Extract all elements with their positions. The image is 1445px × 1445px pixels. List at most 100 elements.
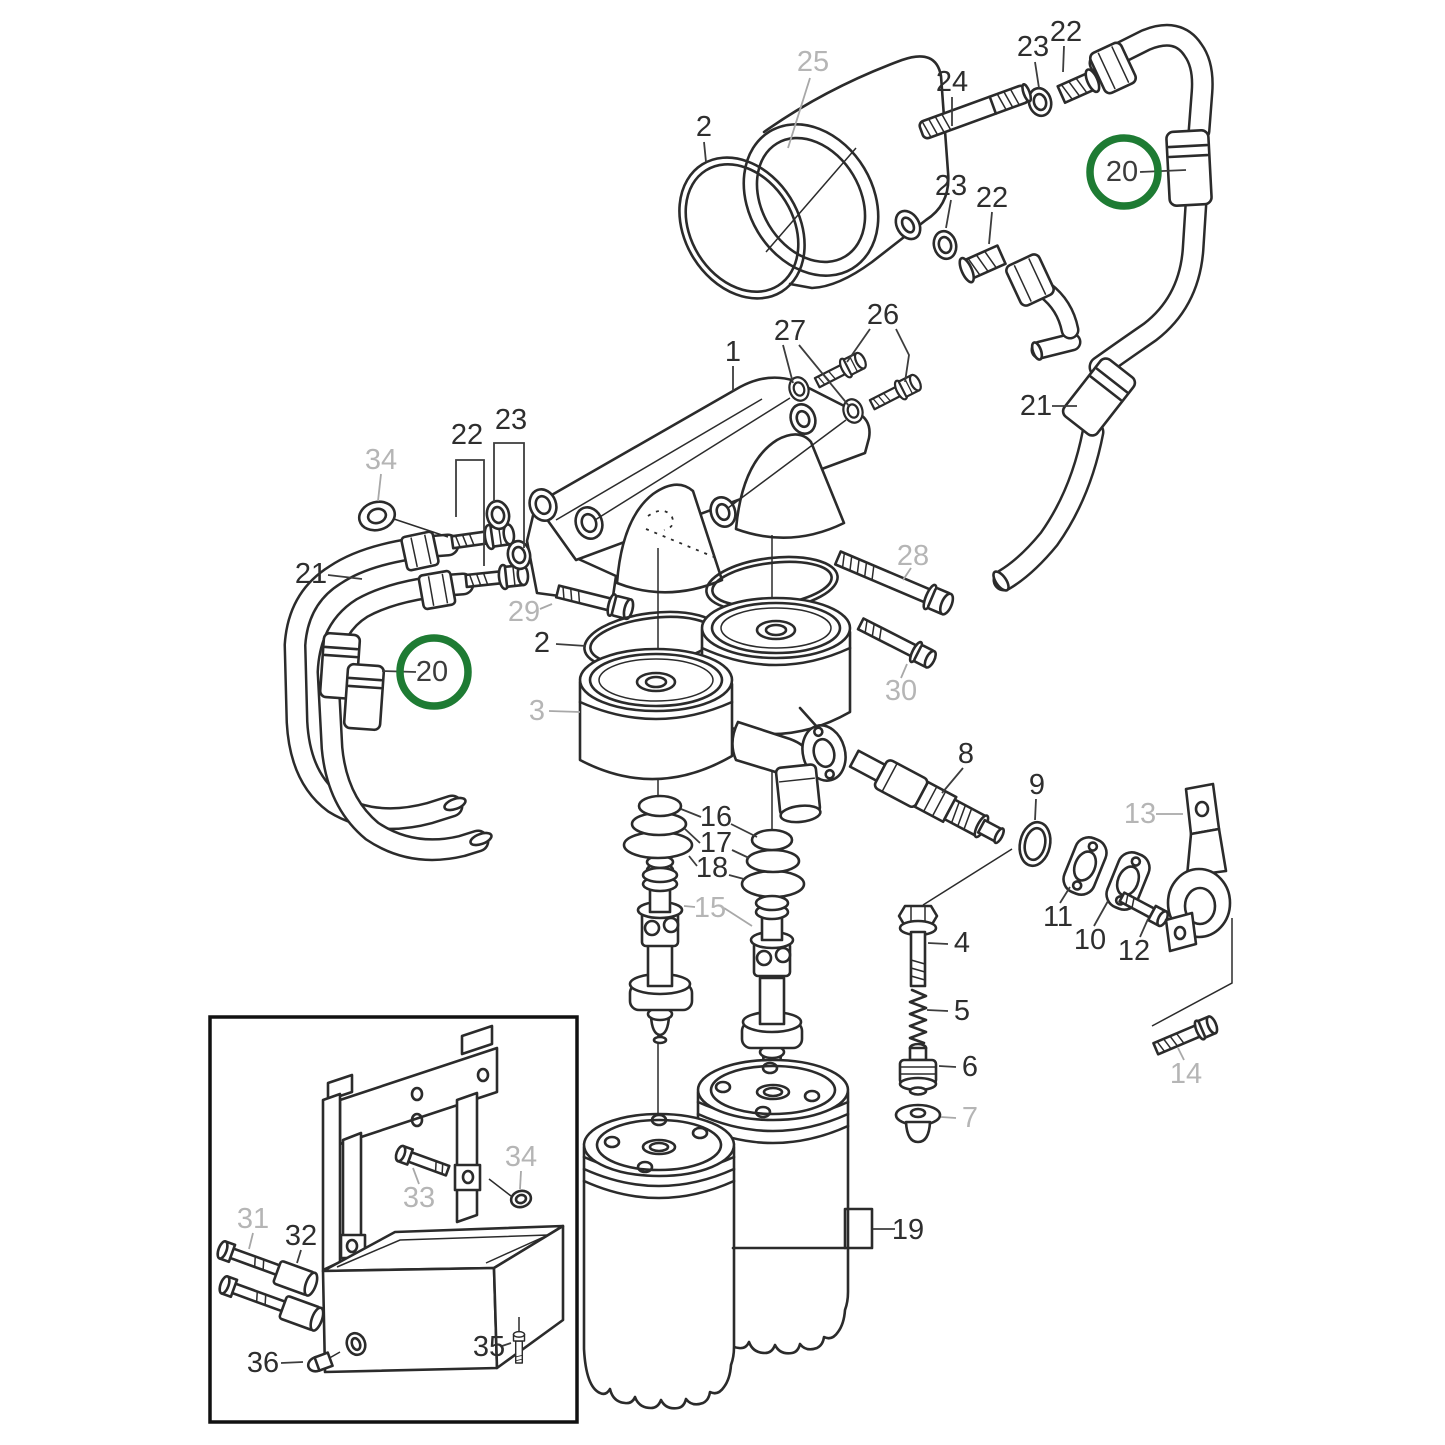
o-ring-9 <box>1018 820 1052 868</box>
callout-35: 35 <box>473 1331 512 1363</box>
part-number-label: 23 <box>1017 31 1049 63</box>
leader-line <box>938 1065 957 1068</box>
callout-26: 26 <box>846 299 910 383</box>
part-number-label: 29 <box>508 596 540 628</box>
callout-27: 27 <box>774 315 850 407</box>
callout-4: 4 <box>927 927 970 959</box>
leader-line <box>846 328 871 363</box>
callout-11: 11 <box>1043 886 1073 933</box>
part-number-label: 26 <box>867 299 899 331</box>
callout-21: 21 <box>1020 390 1077 422</box>
plug-36 <box>306 1351 334 1373</box>
leader-line <box>412 1167 420 1185</box>
leader-line <box>895 328 910 383</box>
leader-line <box>1059 886 1071 904</box>
spacer-32-a <box>272 1260 319 1297</box>
part-number-label: 35 <box>473 1331 505 1363</box>
hose-nut-mid <box>1005 253 1055 307</box>
part-number-label: 20 <box>1106 156 1138 188</box>
bolt-29 <box>554 584 635 621</box>
o-ring-2-top <box>678 156 806 300</box>
part-number-label: 2 <box>534 627 550 659</box>
callout-36: 36 <box>247 1347 304 1379</box>
callout-3: 3 <box>529 695 581 727</box>
callout-32: 32 <box>285 1220 317 1264</box>
part-number-label: 23 <box>495 404 527 436</box>
leader-line <box>501 1342 512 1347</box>
leader-line <box>1093 900 1109 927</box>
gasket-11 <box>1062 836 1108 896</box>
callout-18: 18 <box>688 852 745 884</box>
leader-line <box>1034 798 1037 821</box>
callout-13: 13 <box>1124 798 1183 830</box>
assembly-line-13-to-14 <box>1151 918 1233 1027</box>
leader-line <box>927 942 949 945</box>
callout-24: 24 <box>936 66 968 126</box>
callout-34: 34 <box>505 1141 537 1190</box>
part-number-label: 34 <box>505 1141 537 1173</box>
screw-14 <box>1152 1015 1219 1056</box>
part-number-label: 33 <box>403 1182 435 1214</box>
part-number-label: 15 <box>694 892 726 924</box>
part-number-label: 34 <box>365 444 397 476</box>
leader-line <box>684 828 701 844</box>
spring-5 <box>908 988 928 1045</box>
callout-34: 34 <box>365 444 397 502</box>
callout-20-highlighted[interactable]: 20 <box>1086 134 1187 210</box>
bolt-12 <box>1118 891 1170 928</box>
leader-line <box>730 823 758 838</box>
callout-19: 19 <box>873 1214 924 1246</box>
part-number-label: 22 <box>976 182 1008 214</box>
nut-34-inset <box>509 1189 533 1209</box>
callout-33: 33 <box>403 1167 435 1214</box>
highlight-circle <box>396 634 472 710</box>
callout-23: 23 <box>493 404 527 548</box>
bolt-31-a <box>216 1240 293 1281</box>
leader-line <box>782 344 794 384</box>
leader-line <box>723 907 753 927</box>
part-number-label: 10 <box>1074 924 1106 956</box>
part-number-label: 32 <box>285 1220 317 1252</box>
part-number-label: 7 <box>962 1102 978 1134</box>
part-number-label: 18 <box>696 852 728 884</box>
leader-line <box>941 767 964 794</box>
leader-line <box>539 603 553 610</box>
callout-25: 25 <box>787 46 829 149</box>
leader-line <box>1062 45 1065 73</box>
leader-line <box>945 199 952 229</box>
callout-7: 7 <box>940 1102 978 1134</box>
leader-line <box>787 77 811 149</box>
callout-22: 22 <box>1050 16 1082 73</box>
bolt-30 <box>856 617 937 669</box>
callout-14: 14 <box>1170 1047 1202 1090</box>
callout-20-highlighted[interactable]: 20 <box>381 634 472 710</box>
part-number-label: 8 <box>958 738 974 770</box>
screw-35 <box>512 1330 526 1364</box>
part-number-label: 2 <box>696 111 712 143</box>
part-number-label: 19 <box>892 1214 924 1246</box>
part-number-label: 11 <box>1043 901 1073 933</box>
callout-bracket-19 <box>731 1207 874 1250</box>
leader-line <box>798 344 850 407</box>
leader-line <box>703 141 707 163</box>
leader-line <box>1034 61 1040 89</box>
callout-8: 8 <box>941 738 974 794</box>
leader-line <box>519 1170 522 1190</box>
callout-22: 22 <box>976 182 1008 245</box>
callout-30: 30 <box>885 663 917 707</box>
callout-15: 15 <box>683 892 753 927</box>
filter-cartridge-right <box>696 1058 850 1355</box>
spacer-32-b <box>278 1295 325 1332</box>
part-number-label: 17 <box>700 827 732 859</box>
part-number-label: 25 <box>797 46 829 78</box>
callout-1: 1 <box>725 336 741 391</box>
fitting-22-mid <box>958 244 1007 284</box>
callout-23: 23 <box>1017 31 1049 89</box>
inset-mounting-bracket <box>208 1015 579 1424</box>
fitting-22-top <box>1056 68 1101 105</box>
bolt-31-b <box>218 1275 295 1316</box>
callout-29: 29 <box>508 596 553 628</box>
fuel-hoses-left <box>283 497 534 862</box>
leader-line <box>731 849 750 859</box>
